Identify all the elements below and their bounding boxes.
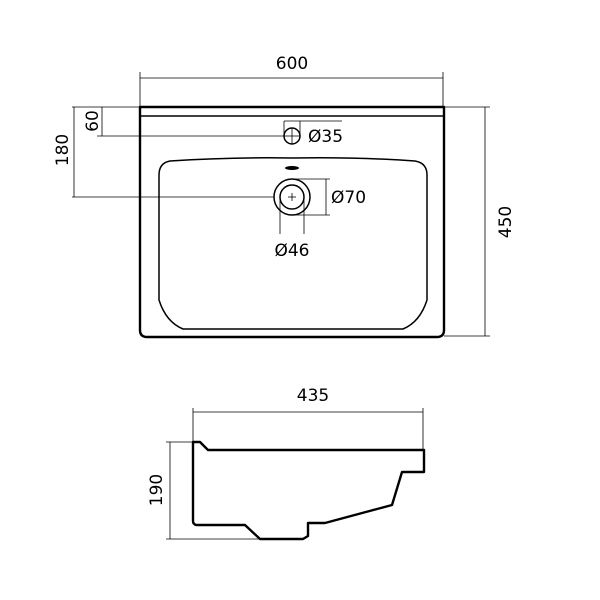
side-profile bbox=[191, 440, 426, 541]
top-view: 600 450 60 180 Ø35 Ø70 Ø46 bbox=[53, 54, 516, 339]
drain-outer-label: Ø70 bbox=[331, 188, 366, 208]
basin-outline bbox=[158, 157, 428, 330]
sink-outline bbox=[138, 105, 446, 339]
tap-hole-label: Ø35 bbox=[308, 127, 343, 147]
overflow-slot bbox=[285, 166, 299, 170]
width-label: 600 bbox=[276, 54, 308, 74]
depth-label: 450 bbox=[496, 206, 516, 238]
tap-offset-label: 60 bbox=[83, 110, 103, 132]
side-depth-label: 435 bbox=[297, 386, 329, 406]
drain-offset-label: 180 bbox=[53, 134, 73, 166]
side-height-label: 190 bbox=[147, 474, 167, 506]
drain-inner-label: Ø46 bbox=[274, 241, 309, 261]
side-view: 435 190 bbox=[147, 386, 426, 541]
